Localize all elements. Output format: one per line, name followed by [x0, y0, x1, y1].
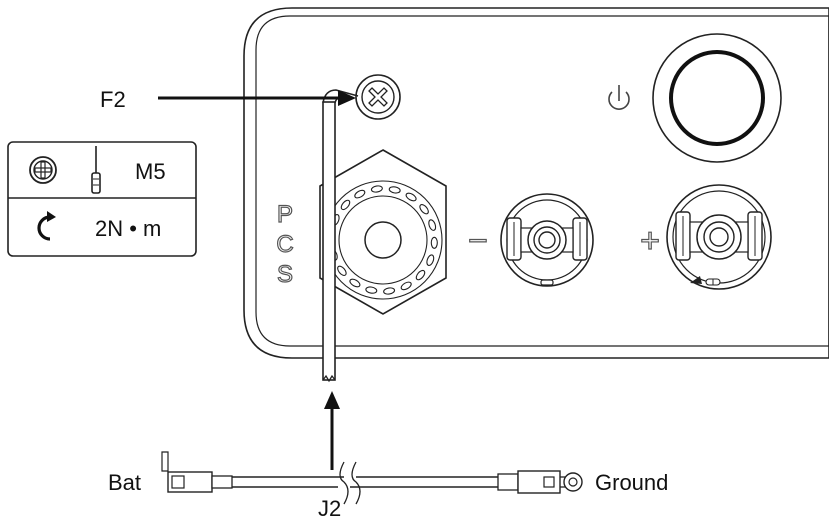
gland-knurl [415, 269, 426, 281]
spec-box: M5 2N • m [7, 141, 197, 257]
plus-symbol: + [640, 222, 660, 260]
gland-knurl [400, 281, 412, 291]
gland-nut-ring [338, 195, 428, 285]
gland-knurl [430, 236, 438, 249]
pcs-cable-gland [319, 149, 447, 315]
gland-knurl [365, 286, 378, 294]
torque-label: 2N • m [95, 216, 161, 241]
gland-knurl [354, 189, 366, 199]
ground-cable [322, 89, 359, 383]
gland-knurl [405, 192, 417, 202]
j2-cable [161, 451, 583, 505]
screwdriver-icon [91, 146, 101, 194]
pcs-letter-c: C [276, 231, 293, 258]
gland-knurl [428, 219, 437, 231]
positive-terminal-connector[interactable] [666, 184, 772, 290]
torque-rotate-icon [37, 211, 56, 241]
screw-size-label: M5 [135, 159, 166, 184]
gland-knurl [337, 265, 347, 276]
gland-knurl [388, 186, 401, 194]
gland-knurl [349, 278, 361, 288]
pcs-letter-s: S [277, 261, 293, 288]
gland-knurl [419, 204, 429, 215]
j2-arrow [324, 391, 340, 470]
f2-label: F2 [100, 87, 126, 112]
pcs-label: P C S [276, 200, 295, 288]
gland-knurl [370, 185, 383, 193]
f2-arrow [158, 90, 356, 106]
minus-symbol: − [468, 222, 488, 260]
power-button[interactable] [652, 33, 782, 163]
j2-label: J2 [318, 496, 341, 521]
ground-screw-f2[interactable] [355, 74, 401, 120]
power-icon [608, 85, 630, 110]
pcs-letter-p: P [277, 201, 293, 228]
ground-label: Ground [595, 470, 668, 495]
gland-knurl [340, 199, 351, 211]
gland-knurl [383, 287, 396, 295]
negative-terminal-connector[interactable] [500, 193, 594, 287]
phillips-screw-head-icon [29, 156, 57, 184]
gland-knurl [426, 254, 435, 267]
bat-label: Bat [108, 470, 141, 495]
